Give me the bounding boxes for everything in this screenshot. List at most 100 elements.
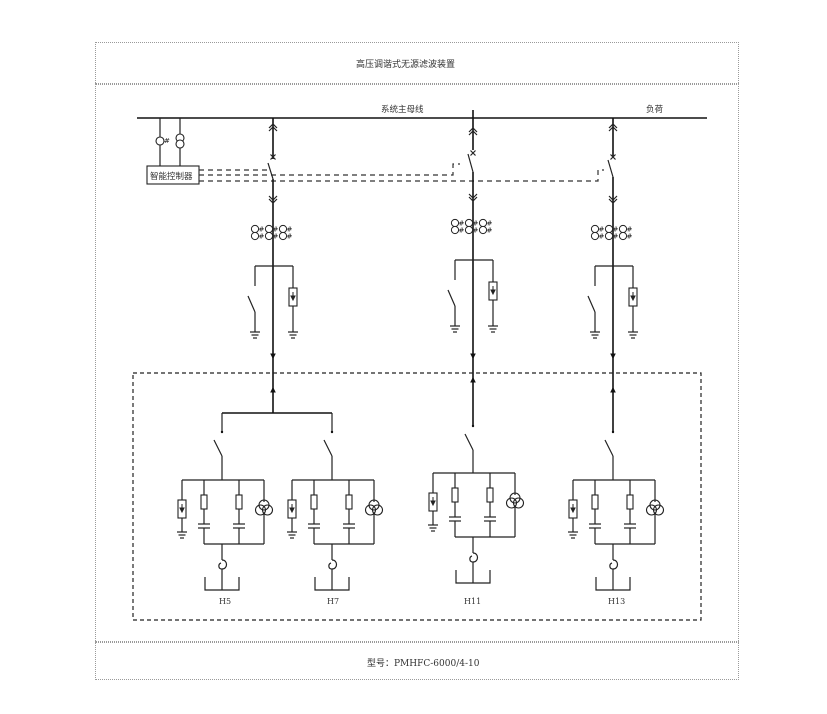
vt-icon: [175, 133, 185, 149]
chevron-up-icon: [268, 123, 278, 132]
ct-mark: #: [487, 220, 493, 228]
chevron-down-icon: [468, 193, 478, 202]
fuse-icon: [345, 494, 353, 510]
switch-icon: [604, 439, 614, 457]
ground-icon: [250, 331, 260, 339]
arrow-down-icon: [270, 353, 276, 360]
ct-mark: #: [287, 233, 293, 241]
fuse-icon: [310, 494, 318, 510]
switch-icon: [267, 162, 274, 180]
reactor-coil: [645, 504, 658, 516]
branch-label-h5: H5: [219, 597, 232, 606]
bus-label: 系统主母线: [381, 105, 424, 115]
chevron-up-icon: [608, 123, 618, 132]
plug-contact-icon: [268, 195, 278, 204]
branch-label-h11: H11: [464, 597, 482, 606]
contact-dot-icon: [611, 430, 615, 434]
arrester-icon: [488, 281, 498, 301]
capacitor-icon: [233, 523, 245, 529]
fuse-icon: [200, 494, 208, 510]
tank-icon: [314, 577, 350, 591]
ct-mark: #: [473, 227, 479, 235]
breaker-x-icon: [470, 150, 476, 156]
fuse-icon: [235, 494, 243, 510]
arrester-arrow: [430, 497, 436, 507]
ct-coil: [450, 225, 460, 235]
svg-text:#: #: [164, 137, 170, 145]
plug-contact-icon: [469, 552, 479, 563]
plug-contact-icon: [218, 559, 228, 570]
ct-coil: [250, 231, 260, 241]
ct-coil: [478, 225, 488, 235]
reactor-icon: [364, 499, 384, 516]
fuse-icon: [626, 494, 634, 510]
fuse-icon: [451, 487, 459, 503]
fuse-icon: [486, 487, 494, 503]
footer-frame: [95, 641, 739, 680]
ct-mark: #: [613, 233, 619, 241]
branch-label-h7: H7: [327, 597, 340, 606]
tank-icon: [204, 577, 240, 591]
branch-label-h13: H13: [608, 597, 626, 606]
ct-mark: #: [599, 233, 605, 241]
reactor-coil: [652, 504, 665, 516]
arrester-icon: [628, 287, 638, 307]
load-label: 负荷: [646, 105, 664, 115]
ct-coil: [464, 225, 474, 235]
earth-switch-icon: [447, 289, 456, 307]
ground-icon: [287, 531, 297, 539]
plug-contact-icon: [608, 123, 618, 132]
capacitor-icon: [449, 516, 461, 522]
controller-label: 智能控制器: [150, 172, 193, 182]
feeder-2: ######: [447, 110, 498, 383]
tank-icon: [455, 570, 491, 584]
reactor-coil: [512, 497, 525, 509]
ct-mark: #: [473, 220, 479, 228]
tank-icon: [595, 577, 631, 591]
contact-dot-icon: [220, 430, 224, 434]
plug-contact-icon: [608, 195, 618, 204]
ct-coil: [590, 231, 600, 241]
reactor-coil: [261, 504, 274, 516]
ground-icon: [488, 325, 498, 333]
ground-icon: [450, 325, 460, 333]
ground-icon: [628, 331, 638, 339]
switch-icon: [464, 433, 474, 451]
ct-mark: #: [627, 226, 633, 234]
capacitor-icon: [624, 523, 636, 529]
reactor-coil: [254, 504, 267, 516]
ct-mark: #: [273, 233, 279, 241]
breaker-x-icon: [270, 154, 276, 160]
ct-mark: #: [259, 226, 265, 234]
arrester-arrow: [289, 504, 295, 514]
ground-icon: [288, 331, 298, 339]
control-line-3: [199, 169, 604, 182]
capacitor-icon: [484, 516, 496, 522]
arrester-arrow: [570, 504, 576, 514]
ct-icon: ######: [450, 218, 493, 235]
ct-coil: [264, 231, 274, 241]
arrester-icon: [428, 492, 438, 512]
filter-enclosure: [132, 372, 702, 621]
ground-icon: [568, 531, 578, 539]
ct-mark: #: [599, 226, 605, 234]
ct-coil: [618, 231, 628, 241]
ct-mark: #: [287, 226, 293, 234]
capacitor-icon: [589, 523, 601, 529]
arrester-icon: [177, 499, 187, 519]
chevron-down-icon: [608, 195, 618, 204]
capacitor-icon: [198, 523, 210, 529]
plug-contact-icon: [328, 559, 338, 570]
contact-dot-icon: [330, 430, 334, 434]
reactor-icon: [645, 499, 665, 516]
capacitor-icon: [308, 523, 320, 529]
title-frame: [95, 42, 739, 85]
ct-mark: #: [613, 226, 619, 234]
ct-mark: #: [459, 227, 465, 235]
ct-mark: #: [487, 227, 493, 235]
switch-icon: [607, 159, 614, 178]
reactor-coil: [505, 497, 518, 509]
ground-icon: [590, 331, 600, 339]
branch-h11: [428, 424, 525, 584]
